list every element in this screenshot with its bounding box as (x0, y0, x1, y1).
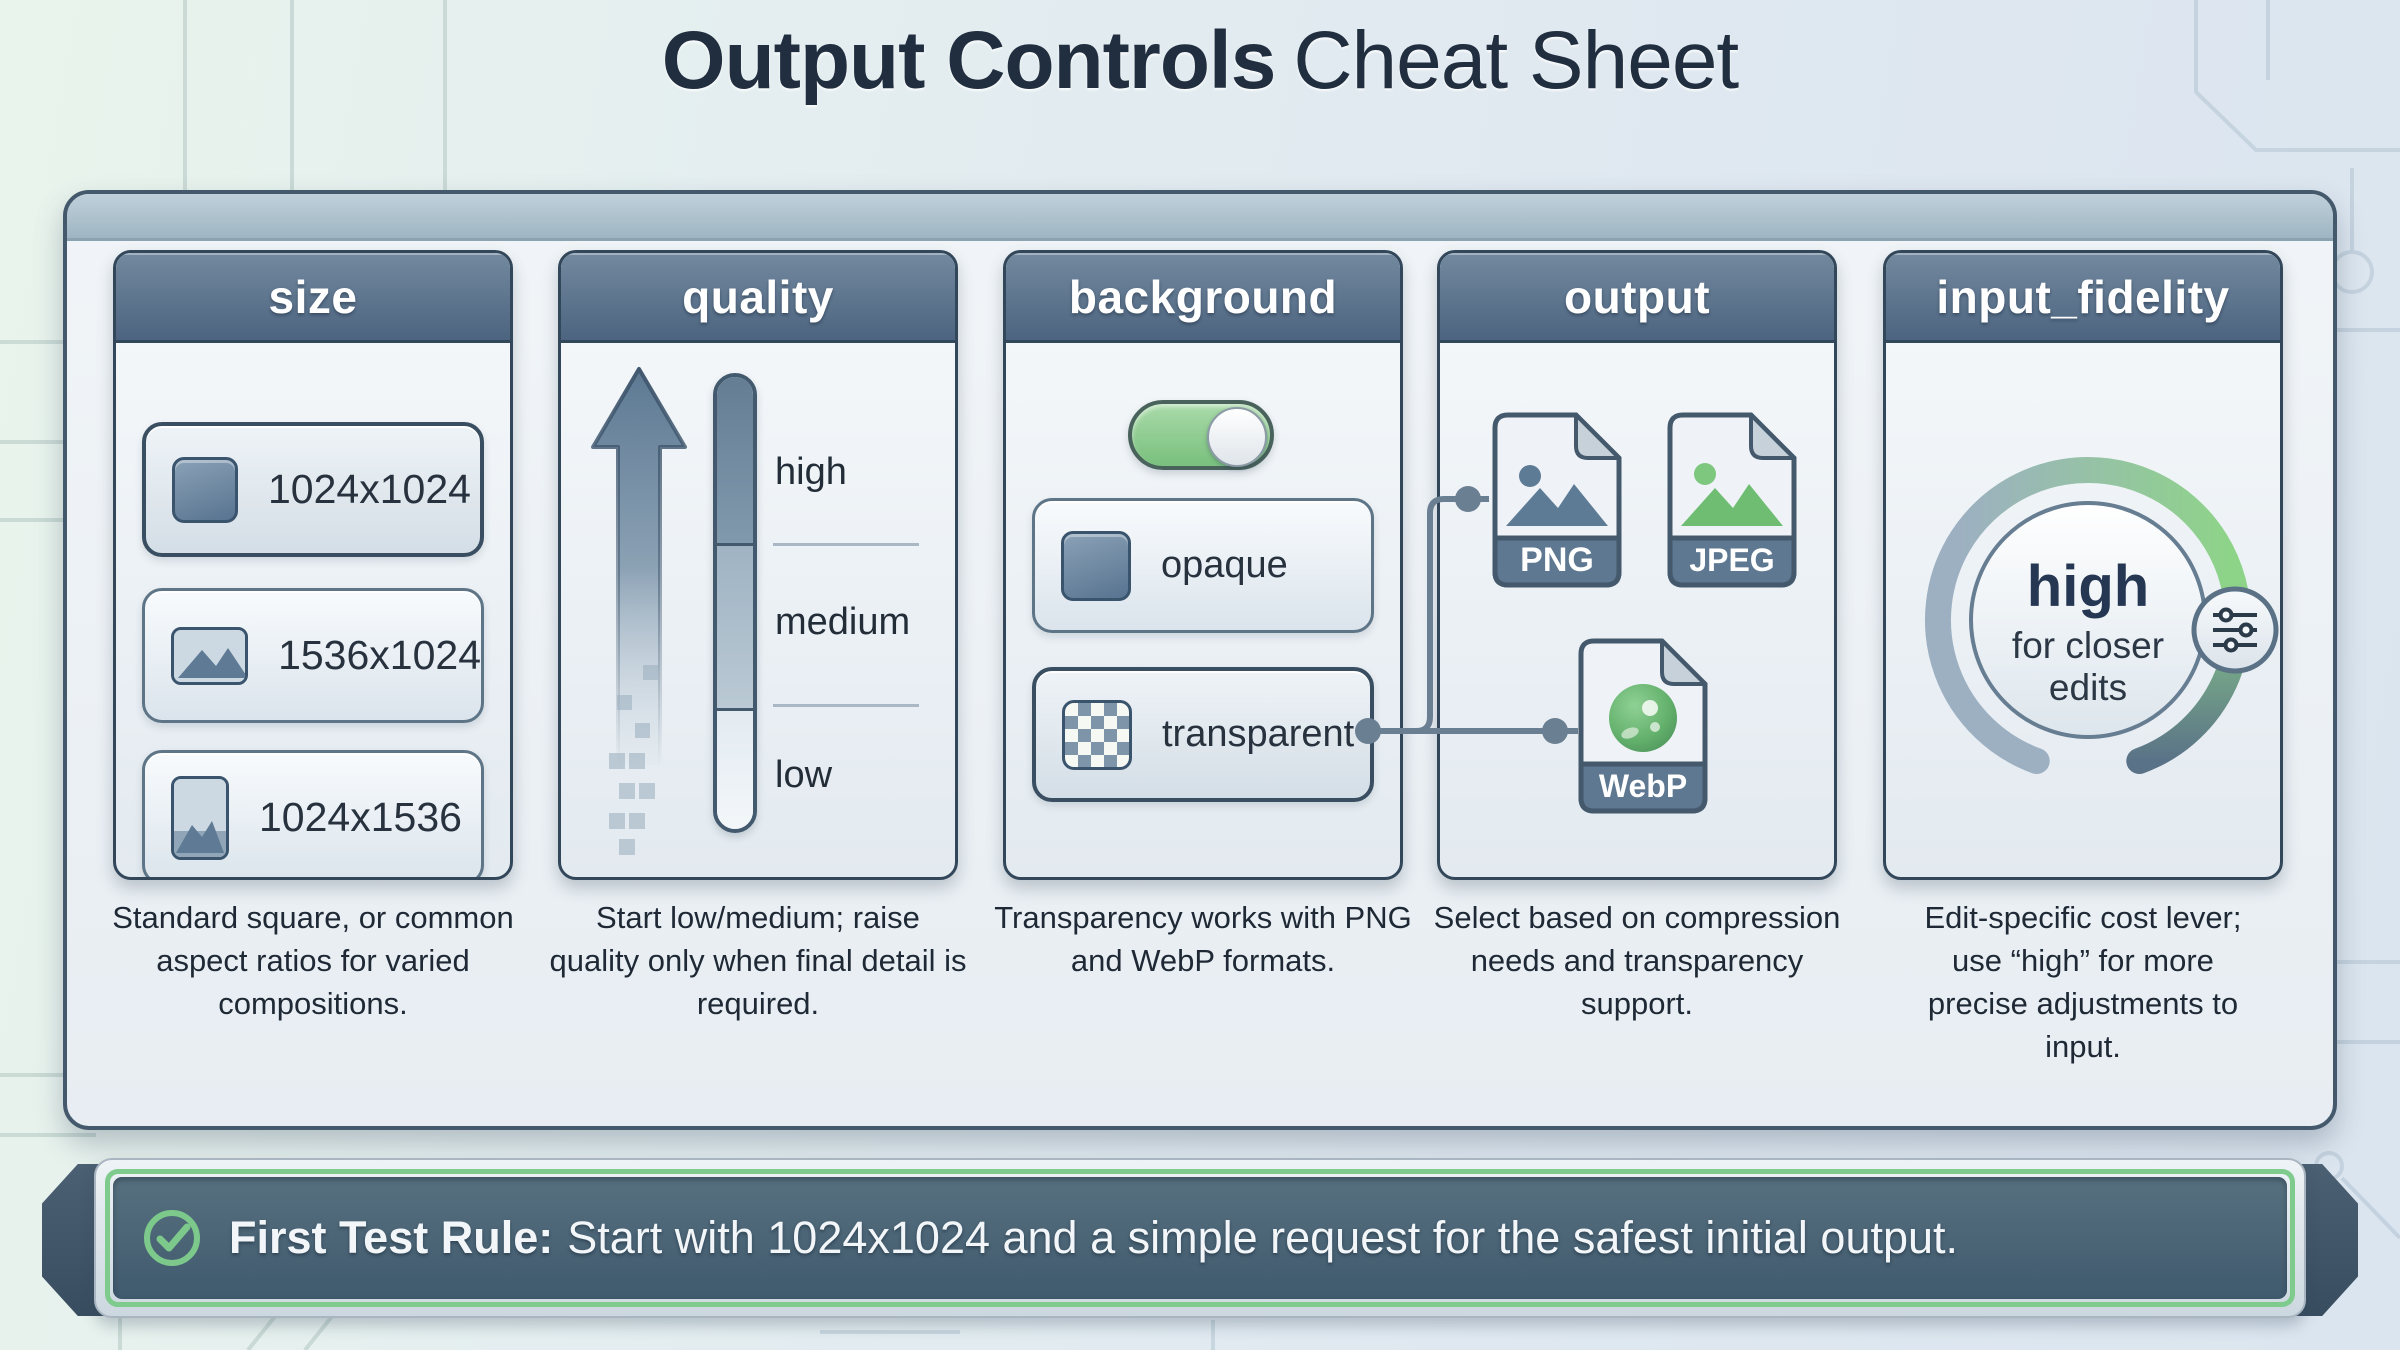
card-size-header: size (116, 253, 510, 343)
png-file-icon[interactable]: PNG (1492, 412, 1622, 588)
size-option-1024x1024[interactable]: 1024x1024 (142, 422, 484, 557)
card-input-fidelity-header: input_fidelity (1886, 253, 2280, 343)
checkerboard-icon (1062, 699, 1132, 770)
panel-titlebar (67, 194, 2333, 241)
fidelity-dial: high for closer edits (1924, 457, 2279, 774)
divider (773, 704, 919, 707)
fidelity-value: high (2027, 554, 2149, 619)
quality-label-low: low (775, 754, 833, 796)
banner-casing: First Test Rule:Start with 1024x1024 and… (94, 1158, 2306, 1318)
card-quality: quality (558, 250, 958, 880)
size-option-1536x1024[interactable]: 1536x1024 (142, 588, 484, 723)
dial-knob[interactable] (2191, 586, 2279, 674)
up-arrow-icon (591, 367, 687, 855)
page-title-bold: Output Controls (661, 15, 1277, 106)
jpeg-file-icon[interactable]: JPEG (1667, 412, 1797, 588)
quality-label-medium: medium (775, 601, 911, 643)
card-output-header: output (1440, 253, 1834, 343)
quality-caption: Start low/medium; raise quality only whe… (549, 900, 967, 1021)
first-test-rule-banner: First Test Rule:Start with 1024x1024 and… (42, 1158, 2358, 1322)
background-caption: Transparency works with PNG and WebP for… (994, 900, 1412, 978)
background-option-label: opaque (1161, 544, 1288, 586)
portrait-image-icon (171, 775, 229, 860)
check-circle-icon (144, 1210, 200, 1266)
card-background: background opaque transparent (1003, 250, 1403, 880)
card-size-body: 1024x1024 1536x1024 1024x1536 (116, 343, 510, 877)
quality-segment-high (717, 377, 753, 543)
webp-label: WebP (1599, 768, 1687, 804)
first-test-rule-label: First Test Rule: (229, 1212, 554, 1263)
background-toggle[interactable] (1128, 400, 1274, 470)
card-background-body: opaque transparent (1006, 343, 1400, 877)
landscape-image-icon (171, 626, 249, 685)
fidelity-note-line1: for closer (2012, 625, 2164, 666)
card-quality-header: quality (561, 253, 955, 343)
size-option-label: 1024x1024 (268, 466, 471, 512)
background-option-label: transparent (1162, 713, 1355, 755)
toggle-knob (1207, 407, 1267, 467)
input-fidelity-caption: Edit-specific cost lever; use “high” for… (1924, 900, 2242, 1064)
card-output: output PNG JPEG (1437, 250, 1837, 880)
fidelity-note-line2: edits (2049, 667, 2127, 708)
size-option-label: 1024x1536 (259, 794, 462, 840)
card-quality-body: high medium low (561, 343, 955, 877)
square-icon (172, 456, 238, 523)
size-caption: Standard square, or common aspect ratios… (112, 900, 514, 1021)
size-option-label: 1536x1024 (278, 632, 481, 678)
card-input-fidelity-body: high for closer edits (1886, 343, 2280, 877)
banner-green-ring (105, 1169, 2295, 1307)
card-input-fidelity: input_fidelity (1883, 250, 2283, 880)
card-output-body: PNG JPEG (1440, 343, 1834, 877)
quality-segment-low (717, 708, 753, 829)
png-label: PNG (1520, 541, 1594, 579)
first-test-rule-text: First Test Rule:Start with 1024x1024 and… (229, 1212, 1959, 1263)
main-panel: size 1024x1024 1536x1024 1024x1536 (63, 190, 2337, 1130)
banner-interior: First Test Rule:Start with 1024x1024 and… (113, 1177, 2287, 1299)
solid-square-icon (1061, 530, 1131, 601)
quality-segment-medium (717, 543, 753, 708)
output-caption: Select based on compression needs and tr… (1433, 900, 1841, 1021)
jpeg-label: JPEG (1689, 542, 1774, 578)
quality-level-bar[interactable] (713, 373, 757, 833)
background-option-opaque[interactable]: opaque (1032, 498, 1374, 633)
quality-label-high: high (775, 451, 847, 493)
sliders-icon (2213, 607, 2257, 653)
webp-file-icon[interactable]: WebP (1578, 638, 1708, 814)
size-option-1024x1536[interactable]: 1024x1536 (142, 750, 484, 877)
card-background-header: background (1006, 253, 1400, 343)
divider (773, 543, 919, 546)
page-title-regular: Cheat Sheet (1293, 15, 1739, 106)
background-option-transparent[interactable]: transparent (1032, 667, 1374, 802)
card-size: size 1024x1024 1536x1024 1024x1536 (113, 250, 513, 880)
